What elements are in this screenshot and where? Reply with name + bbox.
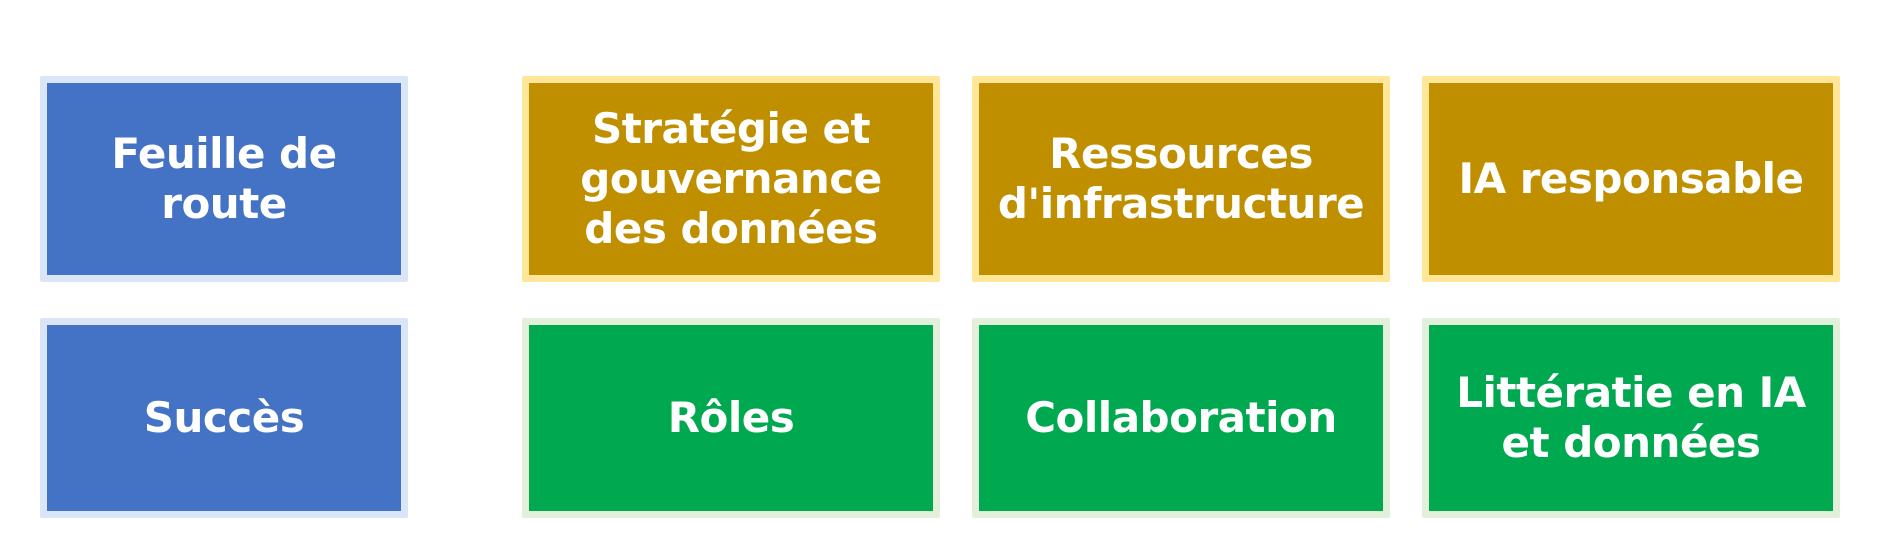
tile-label: Ressources d'infrastructure xyxy=(997,129,1365,228)
tile-label: Rôles xyxy=(667,393,795,442)
tile-ressources-infrastructure: Ressources d'infrastructure xyxy=(972,76,1390,282)
tile-ia-responsable: IA responsable xyxy=(1422,76,1840,282)
tile-litteratie-ia-donnees: Littératie en IA et données xyxy=(1422,318,1840,518)
tile-label: Feuille de route xyxy=(111,129,337,228)
tile-label: Succès xyxy=(143,393,305,442)
tile-roles: Rôles xyxy=(522,318,940,518)
tile-succes: Succès xyxy=(40,318,408,518)
tile-label: IA responsable xyxy=(1458,154,1804,203)
tile-label: Stratégie et gouvernance des données xyxy=(580,104,882,253)
tile-label: Littératie en IA et données xyxy=(1456,368,1806,467)
tile-collaboration: Collaboration xyxy=(972,318,1390,518)
tile-strategie-gouvernance: Stratégie et gouvernance des données xyxy=(522,76,940,282)
tile-label: Collaboration xyxy=(1025,393,1337,442)
tile-feuille-de-route: Feuille de route xyxy=(40,76,408,282)
